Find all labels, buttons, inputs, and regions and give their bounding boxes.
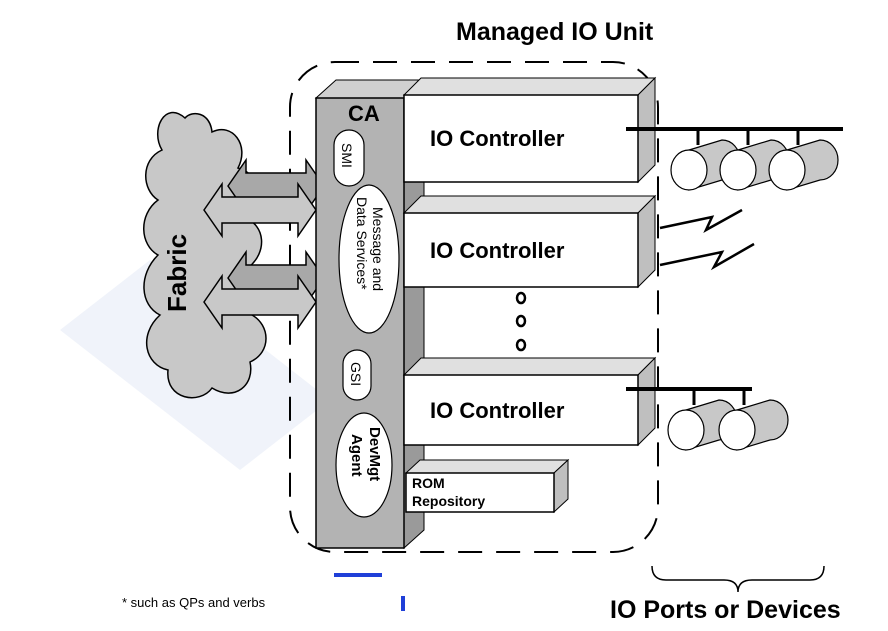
blue-mark-vertical xyxy=(401,596,405,611)
fabric-label: Fabric xyxy=(162,234,192,312)
disk-device xyxy=(718,389,789,451)
diagram-title: Managed IO Unit xyxy=(456,18,654,46)
rom-label-line2: Repository xyxy=(412,493,485,509)
smi-component: SMI xyxy=(333,129,365,187)
message-label-line1: Message and xyxy=(370,207,386,291)
devmgt-label-line2: Agent xyxy=(348,434,365,477)
disk-device xyxy=(768,129,839,191)
smi-label: SMI xyxy=(339,143,355,168)
gsi-component: GSI xyxy=(342,349,372,401)
fabric-cloud: Fabric xyxy=(143,111,267,399)
blue-mark-horizontal xyxy=(334,573,382,577)
rom-label-line1: ROM xyxy=(412,475,445,491)
gsi-label: GSI xyxy=(348,362,364,386)
devmgt-label-line1: DevMgt xyxy=(366,427,383,481)
message-data-services-component: Message and Data Services* xyxy=(338,184,400,334)
lightning-bolt-lower xyxy=(659,242,755,271)
disk-group-bottom xyxy=(667,389,789,451)
io-controller-3-label: IO Controller xyxy=(430,398,565,423)
io-controller-2: IO Controller xyxy=(402,194,657,289)
rom-repository: ROM Repository xyxy=(404,458,570,514)
io-controller-1-label: IO Controller xyxy=(430,126,565,151)
disk-group-top xyxy=(670,129,839,191)
ports-label: IO Ports or Devices xyxy=(610,596,841,624)
wireless-links xyxy=(659,208,755,271)
managed-io-unit-boundary xyxy=(289,61,659,553)
message-label-line2: Data Services* xyxy=(354,197,370,290)
ellipsis-dots xyxy=(515,291,527,352)
lightning-bolt-upper xyxy=(659,208,743,233)
ca-label: CA xyxy=(348,101,380,126)
footnote: * such as QPs and verbs xyxy=(122,595,266,610)
fabric-ca-arrows xyxy=(203,157,325,331)
devmgt-agent-component: DevMgt Agent xyxy=(335,412,393,518)
ports-brace xyxy=(651,565,825,593)
io-controller-1: IO Controller xyxy=(402,76,657,184)
io-controller-3: IO Controller xyxy=(402,356,657,447)
io-controller-2-label: IO Controller xyxy=(430,238,565,263)
